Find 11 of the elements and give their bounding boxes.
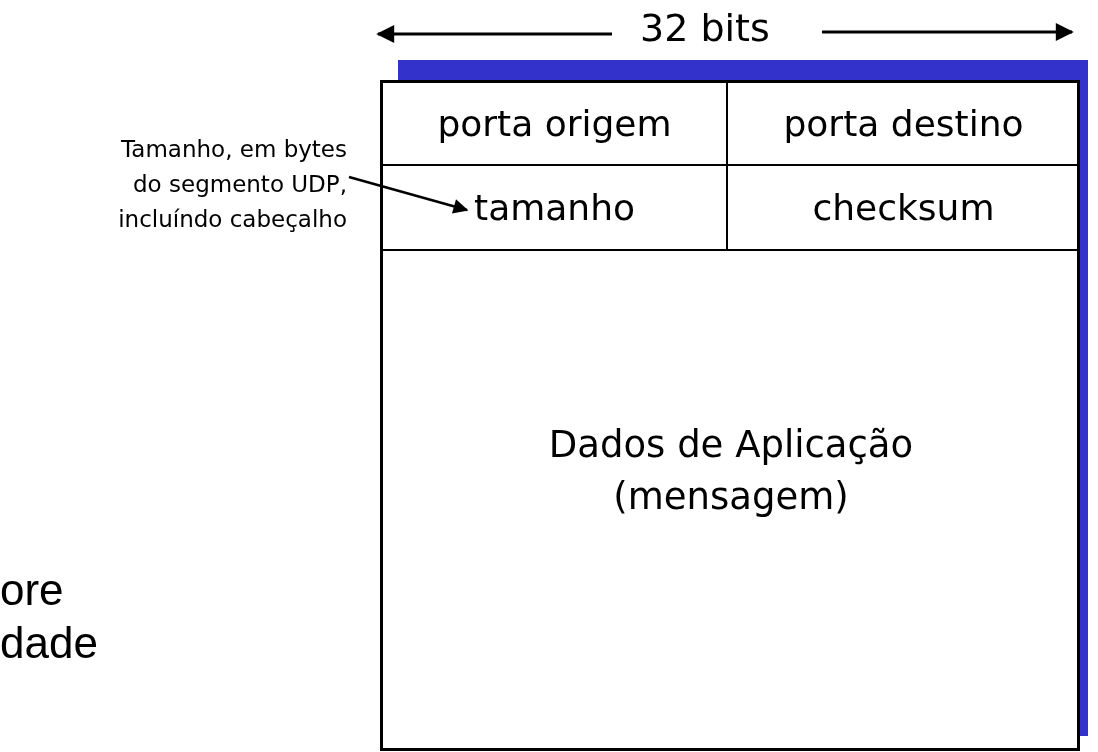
header-field: porta destino	[728, 83, 1079, 166]
data-field: Dados de Aplicação (mensagem)	[383, 251, 1079, 750]
dimension-label: 32 bits	[640, 6, 770, 50]
header-field: porta origem	[383, 83, 728, 166]
header-field: checksum	[728, 166, 1079, 251]
annotation-text: Tamanho, em bytes do segmento UDP, incluíndo cabeçalho	[90, 132, 347, 302]
body-text: dade	[0, 618, 98, 668]
leader-line	[348, 175, 469, 214]
segment-frame	[380, 80, 1080, 751]
body-text: ore	[0, 565, 64, 615]
header-field: tamanho	[383, 166, 728, 251]
